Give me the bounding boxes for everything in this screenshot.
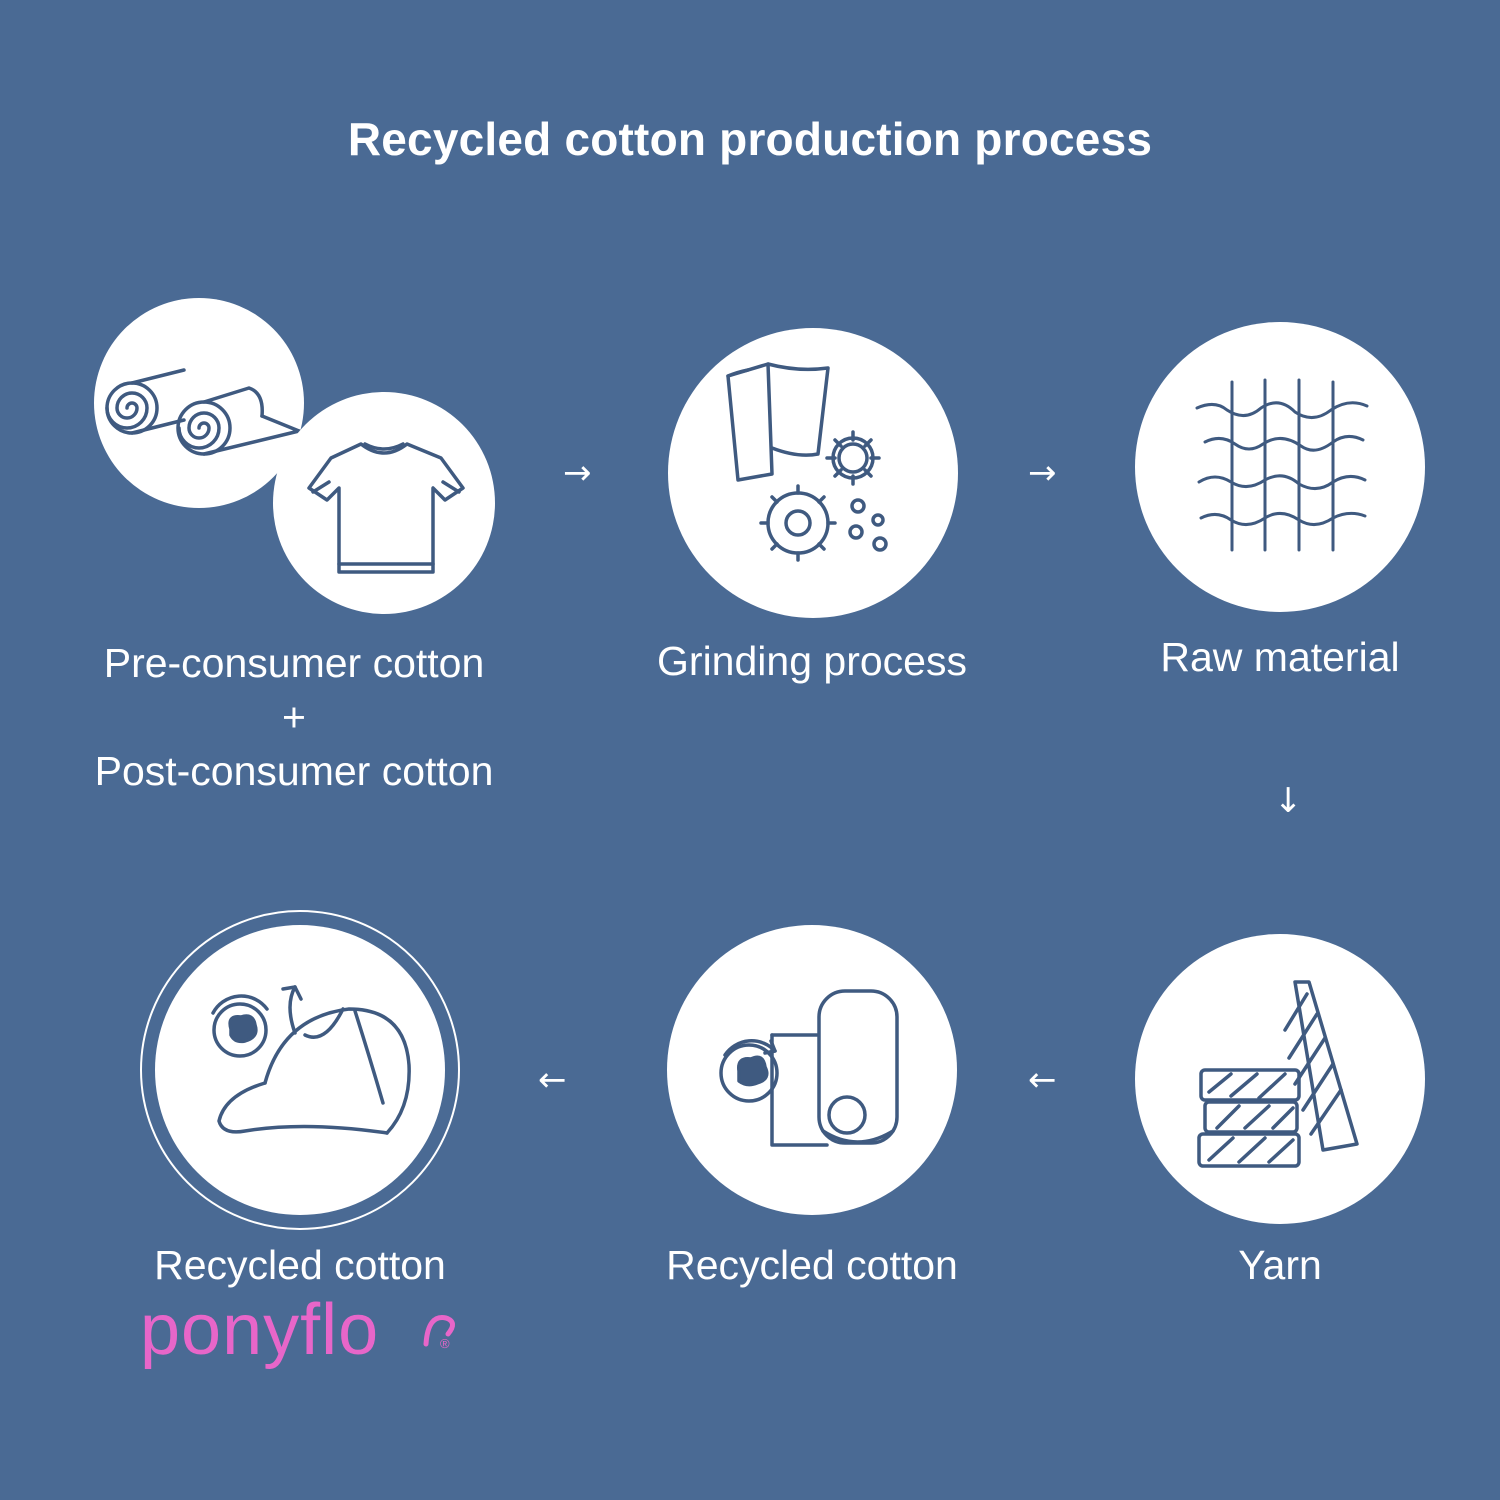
brand-name: ponyflo: [140, 1290, 380, 1370]
arrow-left-1: ←: [1028, 1060, 1057, 1100]
yarn-spools-icon: [1197, 980, 1359, 1168]
arrow-right-1: →: [563, 453, 592, 493]
step-1-plus: +: [282, 694, 306, 740]
step-6-label: Recycled cotton: [154, 1242, 446, 1288]
step-4-label: Yarn: [1238, 1242, 1322, 1288]
arrow-right-2: →: [1028, 453, 1057, 493]
arrow-down: ↓: [1274, 781, 1303, 821]
raw-material-circle: [1135, 322, 1425, 612]
step-1-line-2: Post-consumer cotton: [94, 748, 494, 794]
step-2-label: Grinding process: [657, 638, 967, 684]
step-3-label: Raw material: [1160, 634, 1400, 680]
fabric-rolls-icon: [105, 368, 301, 456]
recycled-cap-icon: [211, 985, 411, 1135]
tshirt-circle: [273, 392, 495, 614]
recycled-cap-circle: [155, 925, 445, 1215]
recycled-fabric-roll-icon: [719, 989, 899, 1147]
step-1-line-1: Pre-consumer cotton: [103, 640, 485, 686]
step-1-label: Pre-consumer cotton + Post-consumer cott…: [44, 636, 544, 798]
brand-registered-mark: ®: [440, 1336, 450, 1351]
highlight-ring: [140, 910, 460, 1230]
fabric-rolls-circle: [94, 298, 304, 508]
tshirt-icon: [307, 442, 465, 574]
yarn-circle: [1135, 934, 1425, 1224]
brand-swirl-icon: [423, 1315, 455, 1347]
fibers-icon: [1195, 378, 1369, 552]
recycled-cotton-circle: [667, 925, 957, 1215]
diagram-title: Recycled cotton production process: [347, 113, 1153, 165]
step-5-label: Recycled cotton: [666, 1242, 958, 1288]
brand-logo: ponyflo ®: [140, 1290, 470, 1370]
grinding-circle: [668, 328, 958, 618]
arrow-left-2: ←: [538, 1060, 567, 1100]
grinding-gears-icon: [726, 362, 888, 562]
